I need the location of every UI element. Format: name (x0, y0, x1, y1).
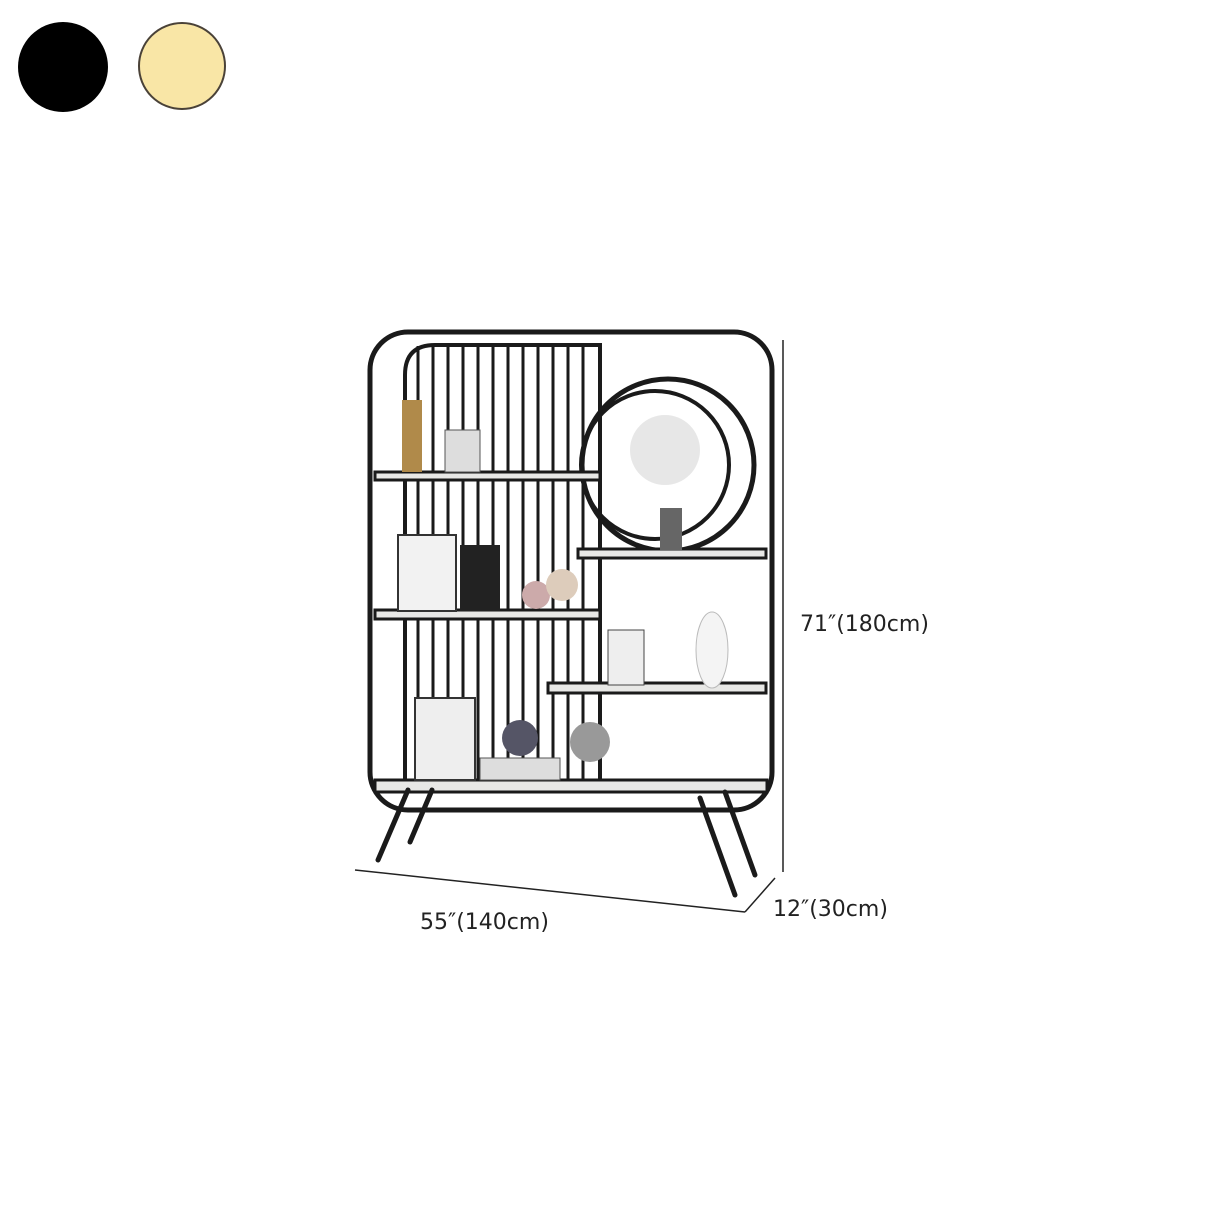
height-label: 71″(180cm) (800, 612, 929, 637)
small-ring (579, 389, 731, 541)
outer-frame (367, 329, 775, 813)
shelf-bottom (373, 778, 769, 794)
shelf-lower-right (546, 681, 768, 695)
decor-items (397, 400, 729, 781)
legs (375, 787, 758, 898)
width-label: 55″(140cm) (420, 910, 549, 935)
depth-label: 12″(30cm) (773, 897, 888, 922)
dimension-lines (354, 340, 784, 913)
shelf-top-left (373, 470, 602, 482)
inner-frame (403, 343, 602, 790)
shelf-upper-right (576, 547, 768, 560)
width-line (354, 869, 746, 913)
depth-line (744, 877, 776, 913)
color-swatch-black[interactable] (18, 22, 108, 112)
color-swatch-gold[interactable] (138, 22, 226, 110)
